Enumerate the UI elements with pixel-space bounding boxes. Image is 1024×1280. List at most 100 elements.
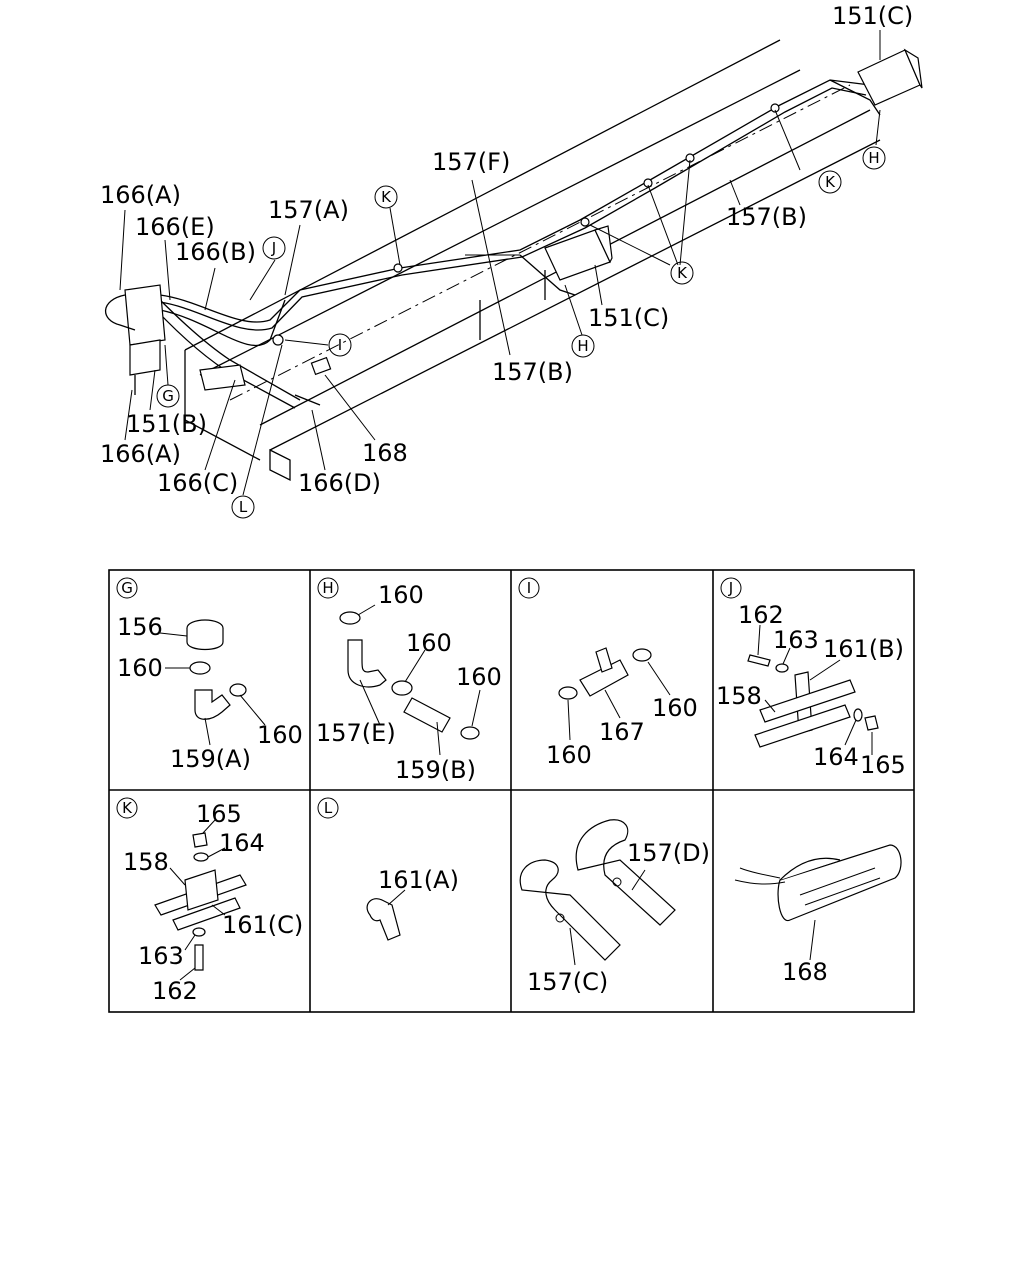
clip-k	[643, 178, 653, 188]
detail-panel-g: G 156 160 160 159(A)	[116, 577, 303, 773]
canister-151c-mid	[594, 225, 613, 264]
washer-163	[192, 927, 206, 937]
svg-text:168: 168	[782, 958, 828, 986]
clamp-160	[558, 686, 578, 700]
leader-line	[589, 224, 671, 266]
callout-h: H	[862, 146, 886, 170]
hose-157d	[575, 819, 676, 926]
detail-panel-j: J 162 163 161(B) 158 164 165	[716, 577, 906, 779]
fuel-tube	[829, 79, 881, 116]
elbow-159a	[194, 689, 231, 720]
svg-text:156: 156	[117, 613, 163, 641]
detail-panel-l: L 161(A)	[317, 797, 459, 941]
svg-text:163: 163	[138, 942, 184, 970]
frame-rail	[184, 39, 781, 351]
leader-line	[647, 184, 679, 266]
svg-text:K: K	[677, 264, 688, 282]
clip-158	[754, 704, 851, 748]
leader-line	[564, 284, 583, 336]
detail-panel-hoses: 157(D) 157(C)	[519, 819, 710, 996]
svg-text:161(B): 161(B)	[823, 635, 904, 663]
svg-text:164: 164	[813, 743, 859, 771]
detail-grid	[108, 569, 915, 1013]
leader-line	[284, 339, 329, 346]
clamp-160	[391, 680, 413, 696]
label-151c-mid: 151(C)	[588, 304, 669, 332]
label-157b-right: 157(B)	[726, 203, 807, 231]
bracket-161c	[184, 869, 219, 911]
leader-line	[164, 239, 171, 301]
cap-156	[186, 628, 224, 651]
protector-168	[310, 356, 332, 376]
leader-line	[324, 374, 376, 441]
leader-line	[471, 179, 511, 356]
svg-text:160: 160	[117, 654, 163, 682]
label-157f: 157(F)	[432, 148, 510, 176]
leader-line	[729, 179, 741, 206]
clamp-160	[229, 683, 247, 697]
svg-text:162: 162	[738, 601, 784, 629]
label-151b: 151(B)	[126, 410, 207, 438]
panel-letter-i: I	[527, 579, 531, 597]
fuel-tube	[159, 87, 867, 331]
leader-line	[242, 344, 283, 496]
svg-text:160: 160	[546, 741, 592, 769]
hose-166a	[104, 294, 136, 331]
leader-line	[204, 379, 236, 471]
callout-h: H	[571, 334, 595, 358]
hose-157c	[519, 859, 621, 961]
detail-panel-protector: 168	[734, 844, 902, 986]
canister-151c-top	[903, 48, 923, 89]
hose-159b	[403, 697, 451, 733]
hose-157e	[347, 639, 387, 688]
svg-text:158: 158	[716, 682, 762, 710]
frame-rail	[269, 448, 291, 482]
detail-panel-k: K 165 164 158 161(C) 163 162	[116, 797, 303, 1005]
svg-text:157(C): 157(C)	[527, 968, 608, 996]
leader-line	[594, 264, 603, 306]
panel-letter-l: L	[324, 799, 333, 817]
svg-text:159(A): 159(A)	[170, 745, 251, 773]
washer-164	[853, 708, 863, 722]
svg-text:160: 160	[378, 581, 424, 609]
nut-165	[864, 715, 879, 731]
svg-text:160: 160	[652, 694, 698, 722]
callout-k: K	[374, 185, 398, 209]
svg-text:161(C): 161(C)	[222, 911, 303, 939]
bolt-162	[747, 654, 771, 667]
clamp-160	[189, 661, 211, 675]
leader-line	[311, 409, 326, 471]
detail-panel-h: H 160 160 160 157(E) 159(B)	[316, 577, 502, 784]
svg-text:160: 160	[257, 721, 303, 749]
washer-164	[193, 852, 209, 862]
fuel-filter-151b	[129, 339, 161, 376]
svg-text:163: 163	[773, 626, 819, 654]
frame-centerline	[229, 84, 851, 401]
hose-166d	[294, 394, 321, 406]
overview-illustration	[104, 30, 923, 496]
svg-text:159(B): 159(B)	[395, 756, 476, 784]
joint-167	[595, 647, 613, 673]
bolt-162	[194, 944, 204, 971]
leader-line	[284, 224, 301, 296]
leader-line	[679, 159, 691, 266]
svg-text:J: J	[271, 239, 276, 257]
callout-markers: K K K H H J I G L	[156, 146, 886, 519]
svg-text:160: 160	[456, 663, 502, 691]
svg-text:162: 162	[152, 977, 198, 1005]
detail-panel-i: I 160 160 167	[518, 577, 698, 769]
svg-text:160: 160	[406, 629, 452, 657]
label-151c-top: 151(C)	[832, 2, 913, 30]
svg-text:H: H	[868, 149, 879, 167]
clamp-160	[632, 648, 652, 662]
fuel-tube	[519, 254, 576, 296]
label-166b: 166(B)	[175, 238, 256, 266]
svg-text:157(D): 157(D)	[627, 839, 710, 867]
frame-rail	[199, 69, 801, 376]
svg-text:167: 167	[599, 718, 645, 746]
leader-line	[124, 389, 133, 441]
clamp-160	[339, 611, 361, 625]
callout-i: I	[328, 333, 352, 357]
svg-text:G: G	[162, 387, 174, 405]
